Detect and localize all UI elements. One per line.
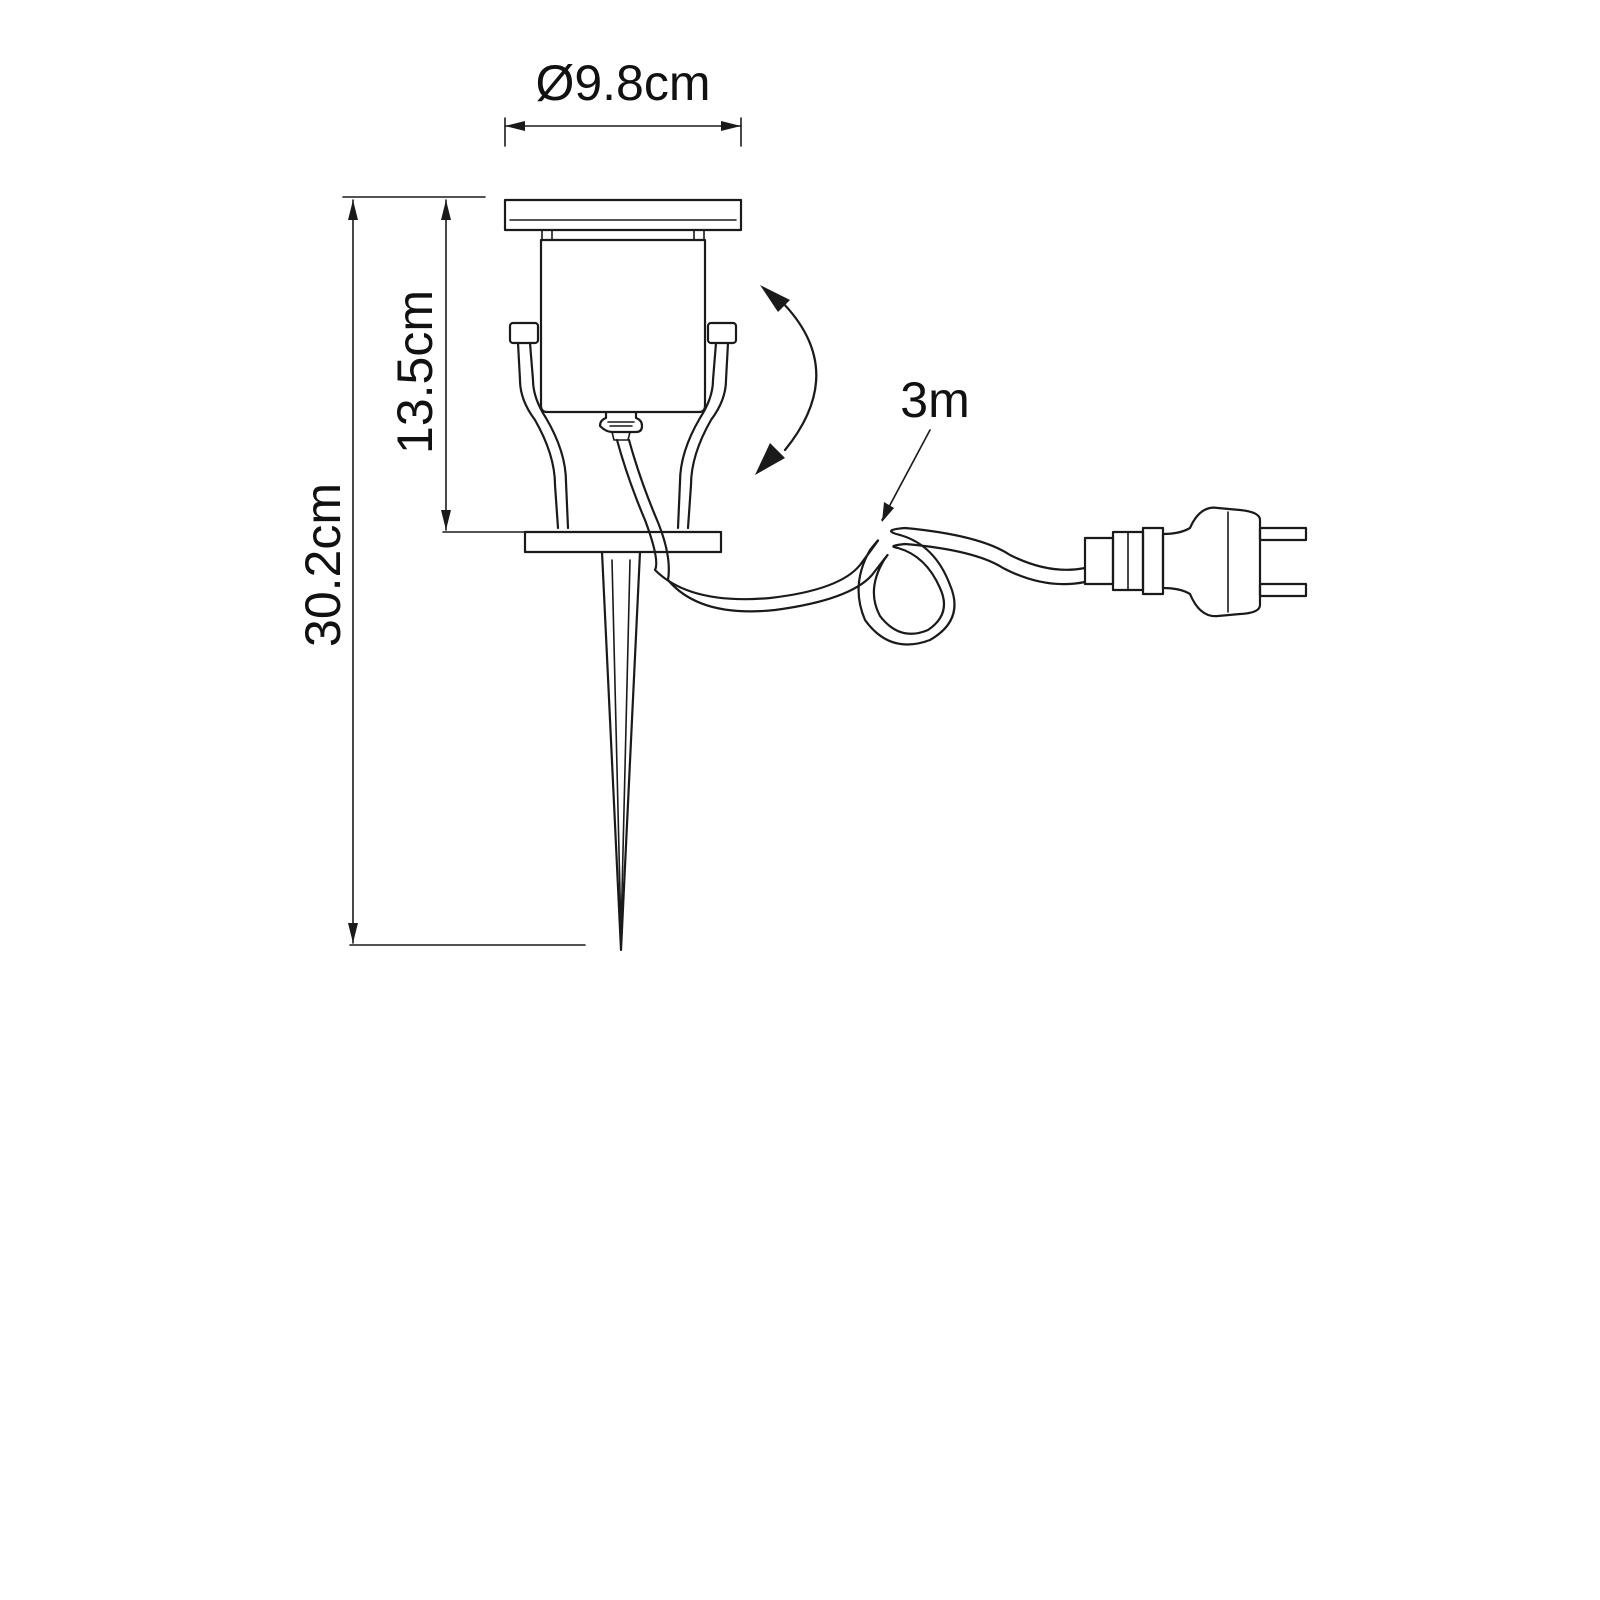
power-cable: 3m — [615, 372, 1087, 646]
diameter-label: Ø9.8cm — [535, 55, 710, 111]
total-height-dimension: 30.2cm — [295, 196, 586, 946]
cable-length-label: 3m — [900, 372, 969, 428]
diameter-dimension: Ø9.8cm — [504, 55, 742, 147]
base-plate — [523, 530, 723, 554]
total-height-label: 30.2cm — [295, 483, 351, 647]
head-height-label: 13.5cm — [387, 290, 443, 454]
tilt-arrow — [755, 285, 818, 475]
power-plug — [1083, 506, 1308, 618]
ground-spike — [600, 550, 642, 952]
yoke-bracket — [516, 341, 730, 530]
spotlight-head — [503, 198, 743, 441]
head-height-dimension: 13.5cm — [387, 199, 531, 533]
